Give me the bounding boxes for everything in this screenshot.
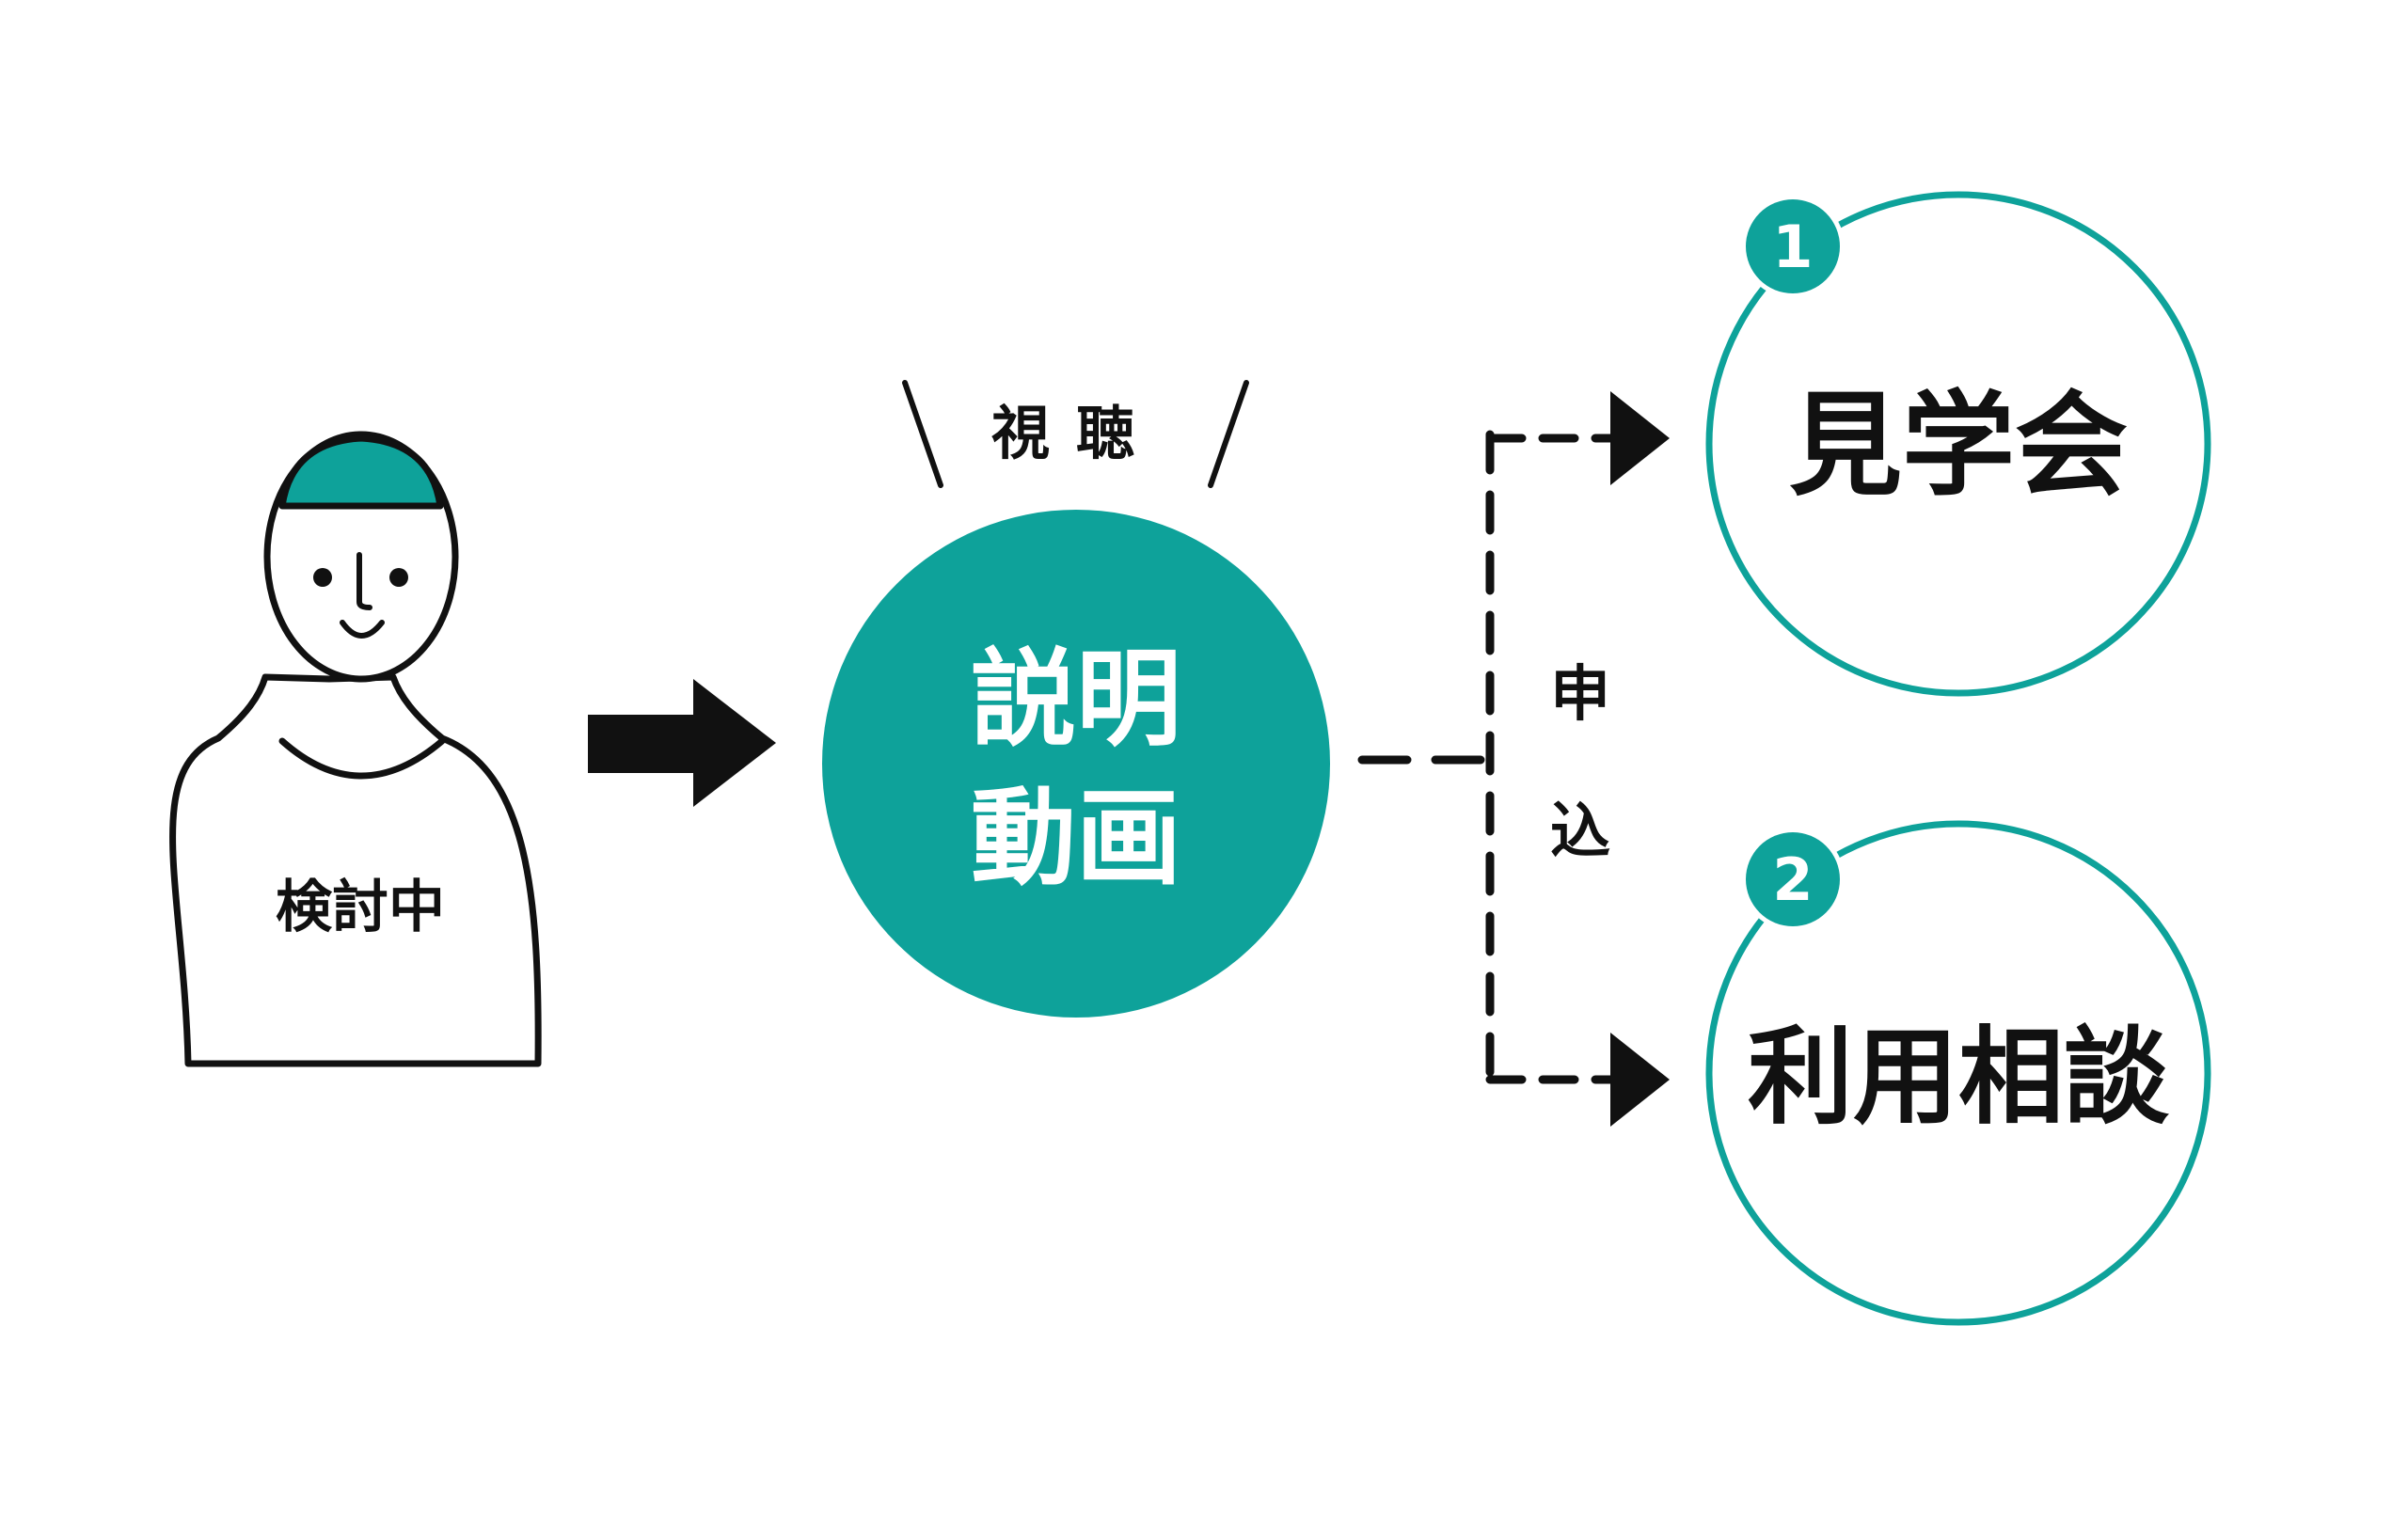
arrow-right-icon	[588, 679, 776, 807]
option-consultation: 2 利用相談	[1705, 820, 2211, 1326]
branch-connector: 申 込	[1357, 391, 1670, 1127]
arrow-head-bottom-icon	[1610, 1033, 1670, 1127]
right-eye-icon	[389, 568, 408, 587]
caption-left-slash	[902, 380, 943, 488]
caption-right-slash	[1208, 380, 1249, 488]
video-node: 説明 動画	[822, 510, 1330, 1018]
option-label: 見学会	[1789, 381, 2128, 512]
option-number: 1	[1772, 213, 1813, 281]
option-number-dot	[1746, 199, 1840, 293]
cap-icon	[278, 434, 444, 510]
option-circle	[1705, 820, 2211, 1326]
person-status-label: 検討中	[276, 875, 445, 940]
branch-label-bottom: 込	[1550, 797, 1610, 867]
option-number: 2	[1772, 845, 1813, 914]
video-title-line2: 動画	[971, 778, 1181, 900]
option-circle	[1705, 191, 2211, 697]
arrow-head-top-icon	[1610, 391, 1670, 485]
video-caption-text: 視聴	[991, 399, 1161, 467]
video-caption: 視聴	[902, 380, 1249, 488]
option-number-dot	[1746, 832, 1840, 926]
person-figure: 検討中	[169, 431, 542, 1067]
option-label: 利用相談	[1748, 1017, 2169, 1139]
person-body	[169, 673, 542, 1067]
left-eye-icon	[313, 568, 332, 587]
person-collar	[278, 737, 446, 780]
branch-label-top: 申	[1550, 660, 1610, 730]
video-circle	[822, 510, 1330, 1018]
video-title-line1: 説明	[971, 639, 1181, 761]
smile-icon	[340, 620, 385, 639]
nose-icon	[356, 552, 372, 610]
option-tour: 1 見学会	[1705, 191, 2211, 697]
